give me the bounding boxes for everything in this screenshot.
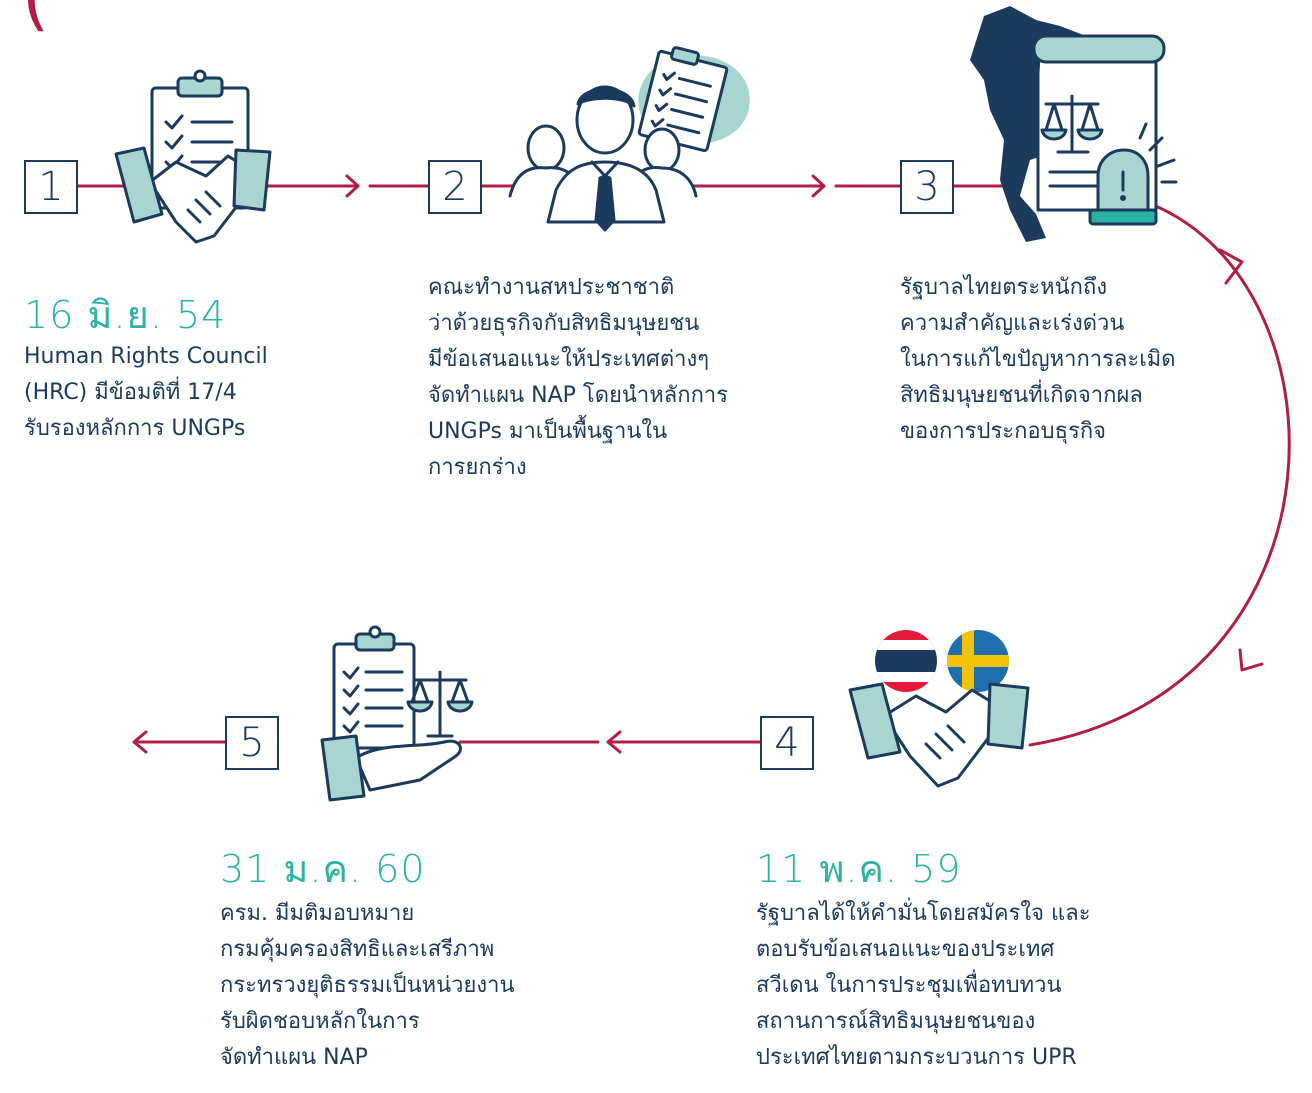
step-2-line: มีข้อเสนอแนะให้ประเทศต่างๆ <box>428 347 710 372</box>
step-3-number: 3 <box>900 160 954 214</box>
step-2-line: ว่าด้วยธุรกิจกับสิทธิมนุษยชน <box>428 311 700 336</box>
arrowhead-5-end <box>132 730 148 754</box>
step-5-line: รับผิดชอบหลักในการ <box>220 1009 420 1034</box>
step-1-date: 16 มิ.ย. 54 <box>24 293 227 337</box>
step-1-line: (HRC) มีข้อมติที่ 17/4 <box>24 380 237 405</box>
step-5-description: ครม. มีมติมอบหมาย กรมคุ้มครองสิทธิและเสร… <box>220 896 515 1076</box>
arrowhead-2-3 <box>811 174 826 198</box>
step-3-line: ในการแก้ไขปัญหาการละเมิด <box>900 347 1176 372</box>
step-5-line: กรมคุ้มครองสิทธิและเสรีภาพ <box>220 937 495 962</box>
clipboard-handshake-icon <box>114 69 272 244</box>
corner-mark: ( <box>22 0 49 39</box>
step-3-line: ความสำคัญและเร่งด่วน <box>900 311 1125 336</box>
step-2-number: 2 <box>428 160 482 214</box>
step-5-line: กระทรวงยุติธรรมเป็นหน่วยงาน <box>220 973 515 998</box>
step-1-line: รับรองหลักการ UNGPs <box>24 416 246 441</box>
step-2-line: การยกร่าง <box>428 455 527 480</box>
step-2-description: คณะทำงานสหประชาชาติ ว่าด้วยธุรกิจกับสิทธ… <box>428 270 728 486</box>
un-working-group-icon <box>508 46 750 232</box>
thai-swedish-handshake-icon <box>848 630 1030 788</box>
arrowhead-curve-upper <box>1218 248 1244 285</box>
step-2-line: จัดทำแผน NAP โดยนำหลักการ <box>428 383 729 408</box>
step-4-line: สวีเดน ในการประชุมเพื่อทบทวน <box>756 973 1062 998</box>
step-4-line: รัฐบาลได้ให้คำมั่นโดยสมัครใจ และ <box>756 901 1091 926</box>
step-4-date: 11 พ.ค. 59 <box>756 847 962 891</box>
step-2-line: คณะทำงานสหประชาชาติ <box>428 275 675 300</box>
step-1-description: Human Rights Council (HRC) มีข้อมติที่ 1… <box>24 339 268 447</box>
step-1-number: 1 <box>24 160 78 214</box>
step-5-line: จัดทำแผน NAP <box>220 1045 368 1070</box>
step-5-line: ครม. มีมติมอบหมาย <box>220 901 415 926</box>
step-3-line: ของการประกอบธุรกิจ <box>900 419 1107 444</box>
step-3-line: สิทธิมนุษยชนที่เกิดจากผล <box>900 383 1143 408</box>
clipboard-scales-hand-icon <box>320 625 474 802</box>
step-1-line: Human Rights Council <box>24 344 268 369</box>
step-4-line: สถานการณ์สิทธิมนุษยชนของ <box>756 1009 1036 1034</box>
arrowhead-4-5 <box>606 730 622 754</box>
thailand-justice-alert-icon <box>970 6 1178 242</box>
step-4-description: รัฐบาลได้ให้คำมั่นโดยสมัครใจ และ ตอบรับข… <box>756 896 1091 1076</box>
arrowhead-1-2 <box>345 174 360 198</box>
step-4-line: ตอบรับข้อเสนอแนะของประเทศ <box>756 937 1055 962</box>
arrowhead-curve-lower <box>1238 648 1264 672</box>
step-5-date: 31 ม.ค. 60 <box>220 847 426 891</box>
step-4-number: 4 <box>760 716 814 770</box>
step-2-line: UNGPs มาเป็นพื้นฐานใน <box>428 419 668 444</box>
step-3-line: รัฐบาลไทยตระหนักถึง <box>900 275 1108 300</box>
curve-3-4 <box>1028 198 1291 747</box>
step-4-line: ประเทศไทยตามกระบวนการ UPR <box>756 1045 1077 1070</box>
step-3-description: รัฐบาลไทยตระหนักถึง ความสำคัญและเร่งด่วน… <box>900 270 1176 450</box>
step-5-number: 5 <box>225 716 279 770</box>
